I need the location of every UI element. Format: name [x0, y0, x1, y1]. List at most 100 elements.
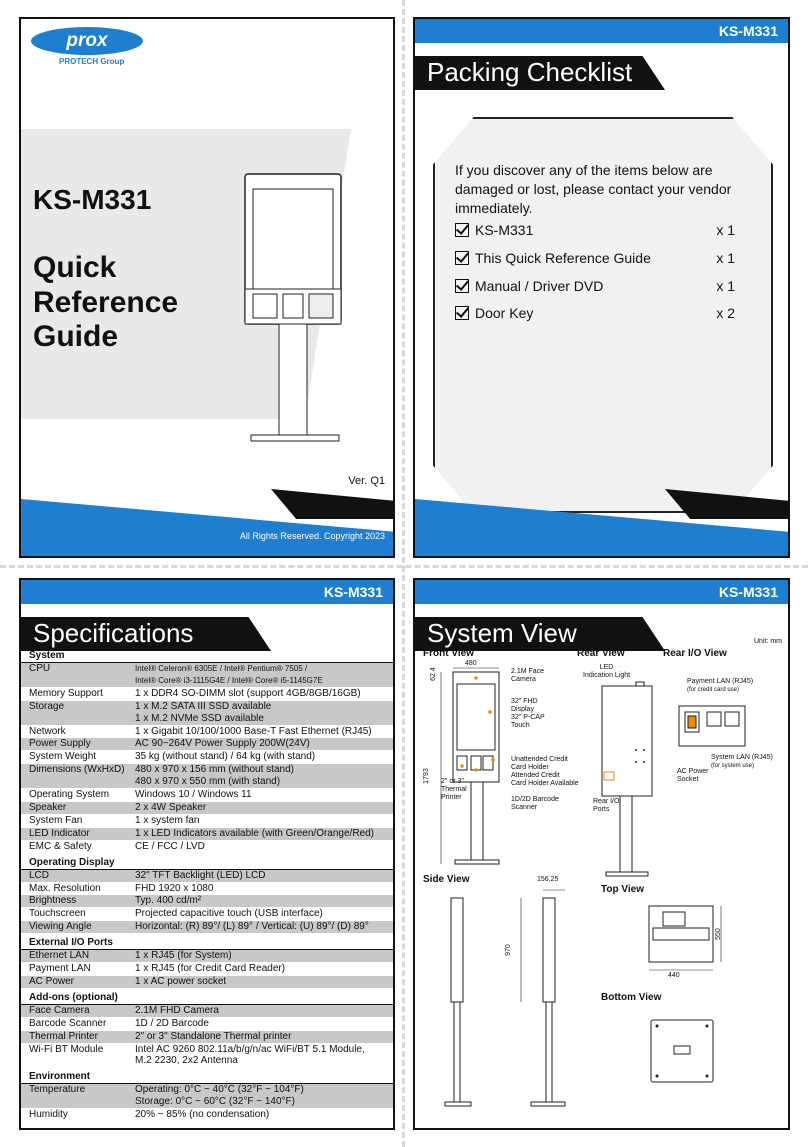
spec-key: Face Camera: [29, 1004, 90, 1016]
kiosk-illustration: [244, 173, 342, 442]
spec-key: Barcode Scanner: [29, 1017, 107, 1029]
spec-row: Storage 1 x M.2 SATA III SSD available 1 …: [21, 700, 393, 726]
spec-value: 2.1M FHD Camera: [135, 1004, 219, 1016]
cover-model: KS-M331: [33, 184, 152, 215]
side-depth-dim: 156.25: [537, 876, 559, 883]
spec-value: 1 x M.2 SATA III SSD available 1 x M.2 N…: [135, 700, 272, 724]
spec-key: Power Supply: [29, 738, 91, 750]
ac-power-label: AC Power Socket: [677, 768, 709, 784]
printer-label: 2" or 3" Thermal Printer: [441, 778, 467, 802]
spec-value: 1 x Gigabit 10/100/1000 Base-T Fast Ethe…: [135, 725, 372, 737]
spec-row: System Weight 35 kg (without stand) / 64 …: [21, 751, 393, 765]
spec-key: Operating System: [29, 789, 110, 801]
spec-value: 32" TFT Backlight (LED) LCD: [135, 869, 266, 881]
checkbox-icon: [455, 306, 469, 320]
checkbox-icon: [455, 223, 469, 237]
spec-row: LED Indicator 1 x LED Indicators availabl…: [21, 827, 393, 841]
copyright: All Rights Reserved. Copyright 2023: [239, 531, 385, 541]
spec-key: System Weight: [29, 751, 97, 763]
spec-key: Brightness: [29, 895, 77, 907]
spec-row: Face Camera 2.1M FHD Camera: [21, 1004, 393, 1018]
scanner-label: 1D/2D Barcode Scanner: [511, 796, 559, 812]
side-view-heading: Side View: [423, 874, 470, 885]
payment-lan-label: Payment LAN (RJ45): [687, 678, 754, 685]
rear-view-drawing: [601, 681, 653, 877]
spec-value: 20% ~ 85% (no condensation): [135, 1109, 270, 1121]
spec-key: Dimensions (WxHxD): [29, 764, 125, 776]
bottom-view-heading: Bottom View: [601, 992, 662, 1003]
spec-value: 1 x AC power socket: [135, 975, 227, 987]
spec-value: AC 90~264V Power Supply 200W(24V): [135, 738, 310, 750]
rear-view-heading: Rear View: [577, 648, 625, 659]
top-view-heading: Top View: [601, 884, 644, 895]
spec-value: 1 x RJ45 (for System): [135, 950, 232, 962]
spec-value: Operating: 0°C ~ 40°C (32°F ~ 104°F) Sto…: [135, 1084, 304, 1108]
spec-row: Dimensions (WxHxD)480 x 970 x 156 mm (wi…: [21, 764, 393, 790]
section-title-bar: System View: [415, 617, 665, 651]
spec-value: 2" or 3" Standalone Thermal printer: [135, 1030, 292, 1042]
spec-key: Touchscreen: [29, 908, 86, 920]
spec-section-heading: Environment: [21, 1070, 393, 1085]
led-label: LED Indication Light: [583, 664, 631, 680]
spec-value: 1D / 2D Barcode: [135, 1017, 209, 1029]
spec-value: 2 x 4W Speaker: [135, 801, 207, 813]
front-view-drawing: [440, 667, 500, 865]
spec-row: Network 1 x Gigabit 10/100/1000 Base-T Fa…: [21, 726, 393, 739]
checklist-frame: [433, 117, 773, 513]
front-width-dim: 480: [465, 660, 477, 667]
spec-key: LED Indicator: [29, 827, 90, 839]
spec-row: Thermal Printer 2" or 3" Standalone Therm…: [21, 1030, 393, 1044]
spec-row: Touchscreen Projected capacitive touch (U…: [21, 908, 393, 922]
spec-key: Storage: [29, 700, 65, 712]
logo-subtitle: PROTECH Group: [59, 57, 125, 66]
spec-value: 1 x LED Indicators available (with Green…: [135, 827, 375, 839]
spec-value: 1 x system fan: [135, 814, 200, 826]
cover-panel: prox PROTECH Group KS-M331 Quick Referen…: [19, 17, 395, 558]
spec-key: Max. Resolution: [29, 882, 101, 894]
rear-io-view-heading: Rear I/O View: [663, 648, 727, 659]
header-bar: KS-M331: [21, 580, 393, 604]
bottom-view-drawing: [650, 1019, 714, 1083]
spec-row: Barcode Scanner 1D / 2D Barcode: [21, 1018, 393, 1031]
spec-section-heading: Add-ons (optional): [21, 991, 393, 1005]
packing-panel: KS-M331 Packing Checklist If you discove…: [413, 17, 790, 558]
spec-value: 1 x DDR4 SO-DIMM slot (support 4GB/8GB/1…: [135, 687, 361, 699]
spec-section-heading: Operating Display: [21, 856, 393, 870]
spec-key: LCD: [29, 869, 50, 881]
side-view-drawing: [444, 889, 566, 1107]
section-title-bar: Packing Checklist: [415, 56, 665, 90]
spec-key: Thermal Printer: [29, 1030, 98, 1042]
version: Ver. Q1: [348, 475, 385, 487]
camera-height-dim: 62.4: [429, 667, 437, 681]
spec-value: 35 kg (without stand) / 64 kg (with stan…: [135, 751, 316, 763]
header-bar: KS-M331: [415, 580, 788, 604]
display-label: 32" FHD Display 32" P-CAP Touch: [511, 698, 545, 730]
prox-logo: prox: [31, 27, 143, 55]
spec-key: Wi-Fi BT Module: [29, 1043, 104, 1055]
unit-label: Unit: mm: [754, 638, 782, 645]
spec-value: Projected capacitive touch (USB interfac…: [135, 908, 323, 920]
rear-io-drawing: [678, 705, 746, 747]
header-bar: KS-M331: [415, 19, 788, 43]
spec-key: Network: [29, 725, 66, 737]
spec-value: Horizontal: (R) 89°/ (L) 89° / Vertical:…: [135, 921, 369, 933]
payment-lan-sublabel: (for credit card use): [687, 687, 740, 693]
checkbox-icon: [455, 251, 469, 265]
camera-label: 2.1M Face Camera: [511, 668, 545, 684]
spec-value: Intel® Celeron® 6305E / Intel® Pentium® …: [135, 664, 323, 685]
checklist-intro: If you discover any of the items below a…: [455, 162, 732, 216]
spec-row: LCD 32" TFT Backlight (LED) LCD: [21, 869, 393, 883]
